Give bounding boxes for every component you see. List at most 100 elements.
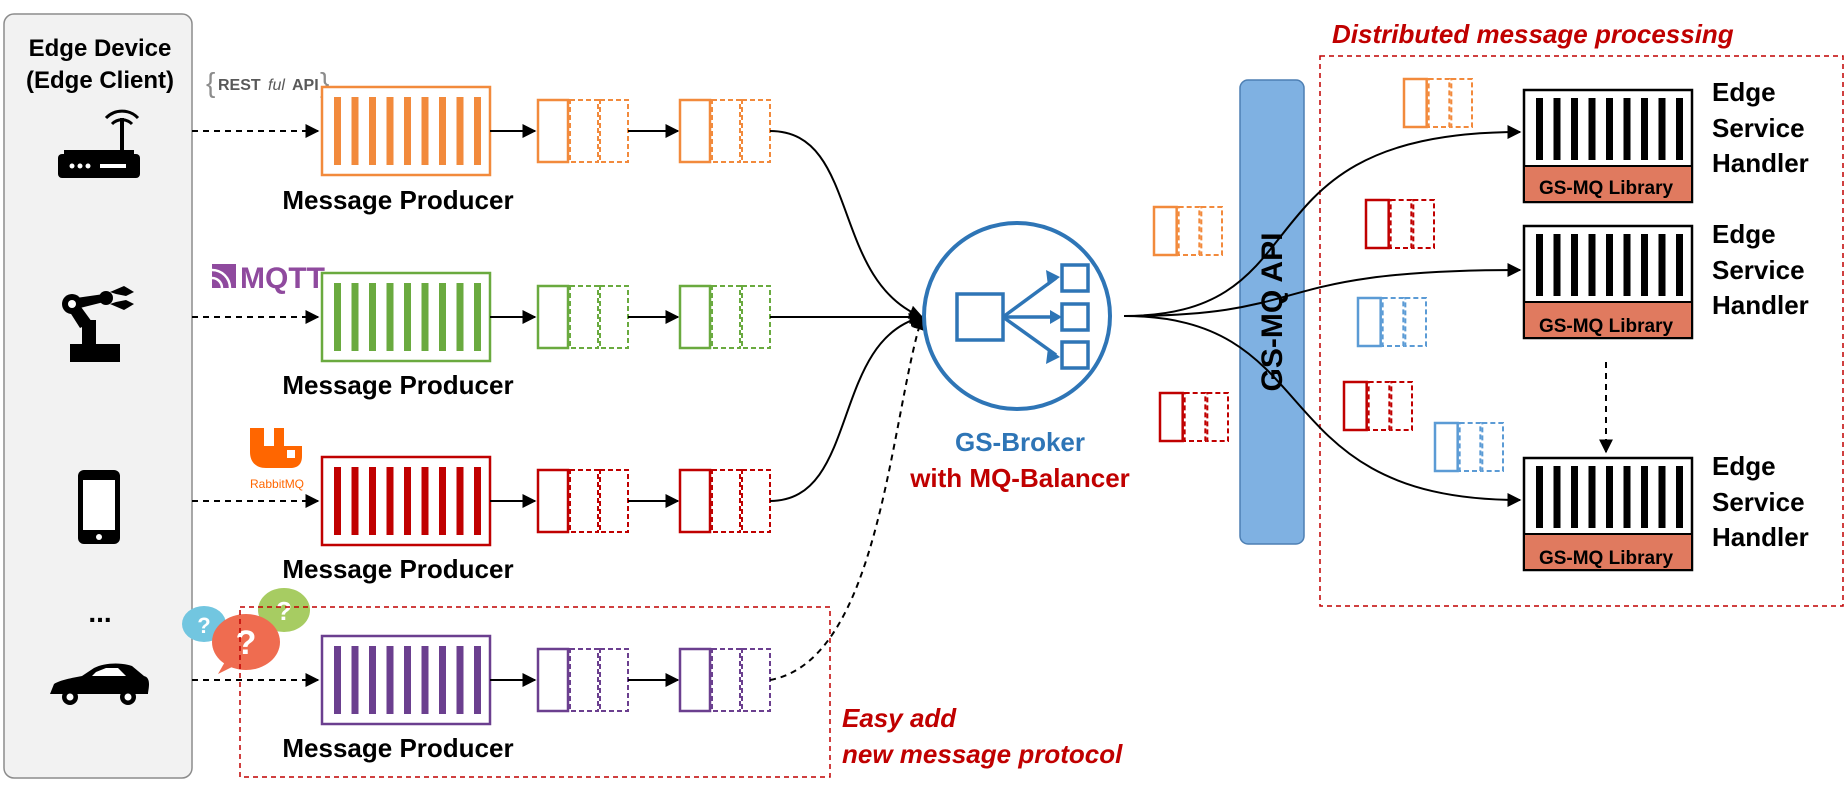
handler-bar — [1676, 98, 1683, 160]
queue-bar — [386, 646, 394, 714]
svg-text:?: ? — [236, 624, 257, 662]
gs-mq-api-bar: GS-MQ API — [1239, 79, 1305, 545]
easy-add-line2: new message protocol — [842, 739, 1123, 769]
rabbitmq-text: RabbitMQ — [250, 477, 304, 491]
queue-bar — [334, 467, 341, 535]
queue-bar — [369, 97, 376, 165]
handler-3-library: GS-MQ Library — [1539, 548, 1674, 569]
handler-2-line2: Service — [1712, 255, 1805, 285]
producer-label-1: Message Producer — [282, 185, 513, 215]
handler-1-library: GS-MQ Library — [1539, 178, 1674, 199]
queue-bar — [351, 646, 359, 714]
handler-3-line2: Service — [1712, 487, 1805, 517]
handler-2-line1: Edge — [1712, 219, 1776, 249]
queue-bar — [334, 646, 341, 714]
handler-bar — [1606, 234, 1613, 296]
handler-bar — [1641, 466, 1648, 528]
message-group — [536, 647, 629, 713]
handler-bar — [1641, 98, 1648, 160]
queue-bar — [456, 97, 464, 165]
queue-bar — [439, 646, 446, 714]
edge-service-handler-3 — [1522, 456, 1694, 572]
queue-bar — [421, 467, 429, 535]
gs-mq-library-box — [1523, 533, 1693, 571]
handler-bar — [1641, 234, 1648, 296]
svg-text:?: ? — [197, 613, 210, 638]
floating-message-3 — [1402, 77, 1474, 129]
edge-panel-title-line1: Edge Device — [29, 35, 172, 62]
easy-add-line1: Easy add — [842, 703, 957, 733]
handler-bar — [1658, 466, 1666, 528]
queue-bar — [439, 97, 446, 165]
ful-text: ful — [268, 77, 285, 94]
queue-bar — [369, 467, 376, 535]
handler-bar — [1623, 466, 1631, 528]
message-group — [536, 468, 629, 534]
broker-subtitle: with MQ-Balancer — [909, 463, 1130, 493]
handler-bar — [1588, 234, 1596, 296]
message-producer-1 — [320, 85, 771, 177]
smartphone-icon — [78, 470, 120, 544]
handler-bar — [1571, 98, 1578, 160]
gs-mq-library-box — [1523, 165, 1693, 203]
queue-bar — [421, 283, 429, 351]
gs-mq-library-box — [1523, 301, 1693, 339]
handler-bar — [1553, 234, 1561, 296]
message-producer-3 — [320, 455, 771, 547]
queue-bar — [386, 467, 394, 535]
handler-bar — [1571, 466, 1578, 528]
handler-3-line3: Handler — [1712, 522, 1809, 552]
queue-bar — [334, 97, 341, 165]
queue-bar — [421, 646, 429, 714]
producers-layer — [320, 85, 771, 726]
handler-bar — [1588, 466, 1596, 528]
edge-device-panel: Edge Device (Edge Client) — [3, 13, 193, 779]
edge-panel-title-line2: (Edge Client) — [26, 67, 174, 94]
message-producer-4 — [320, 634, 771, 726]
distributed-region — [1319, 55, 1844, 607]
queue-bar — [386, 283, 394, 351]
handler-bar — [1676, 234, 1683, 296]
floating-message-7 — [1433, 421, 1505, 473]
svg-text:{: { — [206, 67, 215, 98]
handler-bar — [1553, 98, 1561, 160]
queue-bar — [334, 283, 341, 351]
floating-message-5 — [1356, 296, 1428, 348]
queue-bar — [456, 467, 464, 535]
queue-bar — [369, 646, 376, 714]
handler-bar — [1623, 98, 1631, 160]
floating-message-6 — [1342, 380, 1414, 432]
queue-bar — [474, 646, 481, 714]
restful-api-logo: { REST ful API } — [206, 67, 329, 98]
queue-bar — [386, 97, 394, 165]
handler-bar — [1658, 234, 1666, 296]
message-group — [678, 284, 771, 350]
queue-bar — [404, 283, 411, 351]
handler-bar — [1553, 466, 1561, 528]
unknown-protocol-icons: ? ? ? — [182, 588, 310, 674]
queue-bar — [351, 283, 359, 351]
rabbitmq-logo: RabbitMQ — [250, 428, 304, 491]
rest-text: REST — [218, 77, 261, 94]
queue-bar — [474, 97, 481, 165]
queue-bar — [404, 467, 411, 535]
floating-message-4 — [1364, 198, 1436, 250]
mqtt-text: MQTT — [240, 262, 325, 295]
queue-bar — [439, 283, 446, 351]
edge-service-handler-1 — [1522, 88, 1694, 204]
handler-1-line2: Service — [1712, 113, 1805, 143]
queue-bar — [369, 283, 376, 351]
more-devices-ellipsis: ... — [88, 597, 111, 628]
handler-bar — [1676, 466, 1683, 528]
floating-message-1 — [1152, 205, 1224, 257]
car-icon — [50, 663, 149, 705]
message-group — [536, 98, 629, 164]
handler-bar — [1588, 98, 1596, 160]
handler-bar — [1536, 98, 1543, 160]
queue-bar — [474, 283, 481, 351]
queue-bar — [474, 467, 481, 535]
handler-bar — [1606, 466, 1613, 528]
queue-bar — [421, 97, 429, 165]
